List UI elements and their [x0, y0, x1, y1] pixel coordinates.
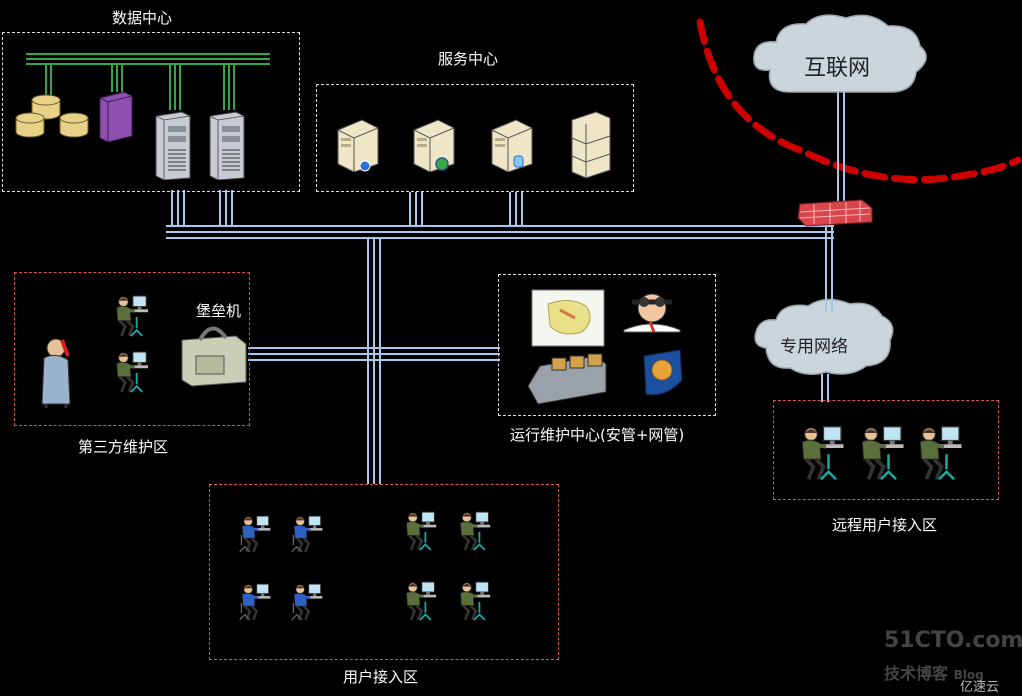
bastion-host-label: 堡垒机: [196, 302, 242, 320]
ops-center-label: 运行维护中心(安管+网管): [510, 426, 685, 444]
private-network-label: 专用网络: [780, 337, 848, 357]
internet-label: 互联网: [804, 56, 871, 81]
rack-server-icon: [571, 111, 611, 179]
remote-access-zone: [773, 400, 999, 500]
bastion-host-icon: [181, 326, 247, 387]
user-access-label: 用户接入区: [343, 668, 419, 686]
private-network-cloud: [754, 298, 894, 375]
database-badge-icon: [513, 155, 524, 168]
data-center-green-bus: [26, 53, 270, 110]
remote-access-label: 远程用户接入区: [832, 516, 938, 534]
watermark-sub: 技术博客 Blog: [884, 660, 984, 684]
service-center-label: 服务中心: [438, 50, 499, 68]
data-center-drops: [171, 190, 523, 226]
watermark-blog: Blog: [953, 668, 984, 682]
service-center-zone: [316, 84, 634, 192]
third-party-zone: [14, 272, 250, 426]
security-analyst-icon: [623, 293, 681, 333]
network-map-monitor-icon: [531, 289, 605, 347]
internet-uplink: [837, 92, 845, 204]
monitoring-console-icon: [527, 353, 607, 405]
globe-icon: [435, 157, 449, 171]
firewall-icon: [797, 199, 873, 227]
security-shield-lion-icon: [643, 349, 683, 396]
main-backbone-bus: [166, 225, 834, 239]
watermark-sub-text: 技术博客: [884, 664, 949, 683]
third-party-label: 第三方维护区: [78, 438, 169, 456]
maintenance-person-phone-icon: [41, 338, 71, 408]
storage-disks-icon: [15, 94, 89, 138]
database-server-icon: [99, 91, 133, 143]
mgmt-branch: [248, 347, 500, 361]
user-access-zone: [209, 484, 559, 660]
watermark-brand: 51CTO.com: [884, 628, 1022, 653]
ops-center-zone: [498, 274, 716, 416]
remote-link: [821, 226, 833, 402]
internet-cloud: [753, 14, 927, 93]
watermark-yisu: 亿速云: [960, 680, 1000, 695]
data-center-label: 数据中心: [112, 9, 173, 27]
data-center-zone: [2, 32, 300, 192]
web-badge-icon: [359, 160, 371, 172]
